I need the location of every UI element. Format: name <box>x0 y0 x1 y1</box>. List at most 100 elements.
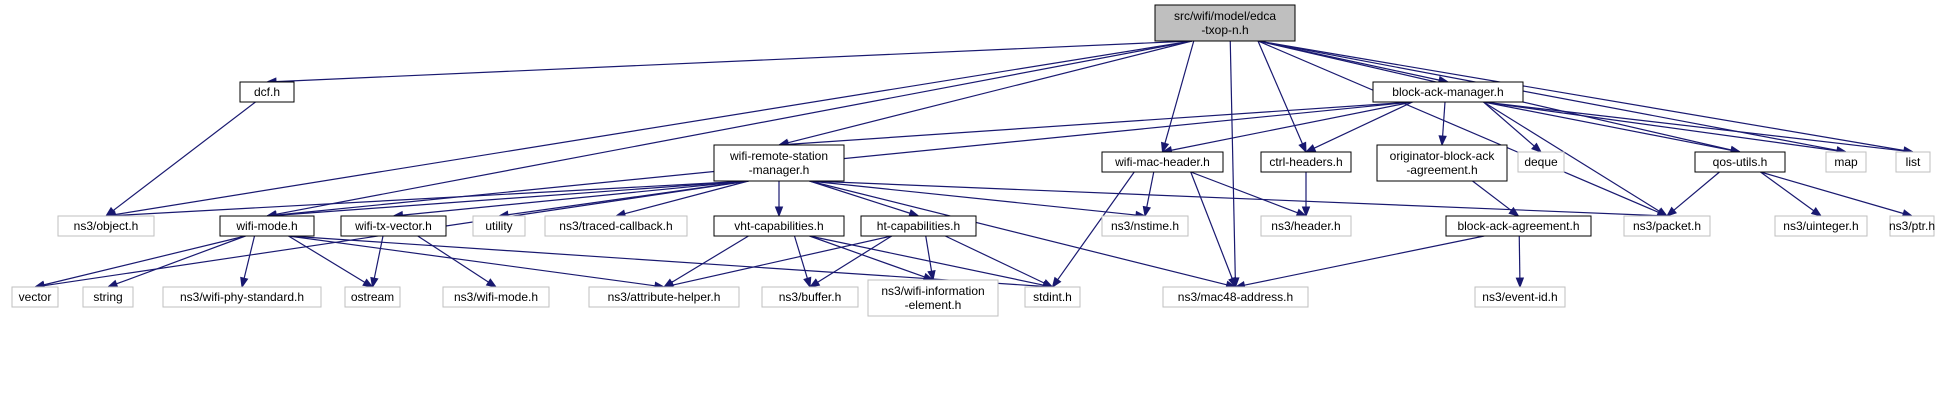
node-utility-box <box>472 215 526 237</box>
node-bam[interactable]: block-ack-manager.h <box>1372 81 1524 103</box>
node-object: ns3/object.h <box>57 215 155 237</box>
node-string-label: string <box>93 290 122 304</box>
node-object-label: ns3/object.h <box>74 219 139 233</box>
node-uinteger-label: ns3/uinteger.h <box>1783 219 1858 233</box>
node-buffer-label: ns3/buffer.h <box>779 290 842 304</box>
node-wtx-box <box>340 215 447 237</box>
edge-dcf-to-object <box>112 101 256 212</box>
node-ostream-label: ostream <box>351 290 394 304</box>
arrowhead-wmode-to-phystd <box>240 276 249 289</box>
edge-bam-to-wrsm <box>787 101 1413 145</box>
node-packet: ns3/packet.h <box>1623 215 1711 237</box>
node-map-label: map <box>1834 155 1858 169</box>
node-qos-box <box>1694 151 1786 173</box>
node-wmode-box <box>219 215 315 237</box>
arrowhead-wtx-to-ostream <box>370 276 379 289</box>
node-eventid: ns3/event-id.h <box>1474 286 1566 308</box>
node-wmh-label: wifi-mac-header.h <box>1114 155 1210 169</box>
node-oba-label: originator-block-ack <box>1390 149 1496 163</box>
node-ht[interactable]: ht-capabilities.h <box>860 215 977 237</box>
node-ctrl-box <box>1260 151 1352 173</box>
arrowhead-ctrl-to-header <box>1301 206 1311 218</box>
node-header: ns3/header.h <box>1260 215 1352 237</box>
node-map: map <box>1825 151 1867 173</box>
node-nstime-label: ns3/nstime.h <box>1111 219 1179 233</box>
edge-wrsm-to-ht <box>809 180 911 214</box>
node-nswmode-label: ns3/wifi-mode.h <box>454 290 538 304</box>
edge-edca-to-mac48 <box>1229 40 1236 279</box>
edge-wrsm-to-object <box>114 180 749 217</box>
arrowhead-wmh-to-stdint <box>1051 276 1062 289</box>
node-edca-label: src/wifi/model/edca <box>1174 9 1276 23</box>
node-baa[interactable]: block-ack-agreement.h <box>1445 215 1592 237</box>
node-wrsm-box <box>713 144 845 182</box>
node-utility-label: utility <box>485 219 512 233</box>
node-traced-box <box>544 215 688 237</box>
node-uinteger-box <box>1774 215 1868 237</box>
graph-nodes: src/wifi/model/edca-txop-n.h dcf.h block-a… <box>11 4 1935 317</box>
edge-bam-to-list <box>1483 101 1905 152</box>
edge-wmode-to-ostream <box>288 235 366 283</box>
node-edca[interactable]: src/wifi/model/edca-txop-n.h <box>1154 4 1296 42</box>
node-edca-label: -txop-n.h <box>1201 23 1248 37</box>
arrowhead-edca-to-ctrl <box>1298 141 1307 154</box>
node-phystd-label: ns3/wifi-phy-standard.h <box>180 290 304 304</box>
node-qos-label: qos-utils.h <box>1713 155 1768 169</box>
node-list-label: list <box>1906 155 1921 169</box>
node-oba[interactable]: originator-block-ack-agreement.h <box>1376 144 1508 182</box>
arrowhead-bam-to-deque <box>1531 142 1543 153</box>
edge-wmh-to-header <box>1190 171 1298 214</box>
node-traced: ns3/traced-callback.h <box>544 215 688 237</box>
arrowhead-wmh-to-mac48 <box>1228 276 1237 289</box>
node-ht-label: ht-capabilities.h <box>877 219 960 233</box>
edge-bam-to-map <box>1483 101 1838 152</box>
arrowhead-wmode-to-string <box>106 279 119 288</box>
node-vht[interactable]: vht-capabilities.h <box>713 215 845 237</box>
node-bam-label: block-ack-manager.h <box>1392 85 1503 99</box>
node-ctrl[interactable]: ctrl-headers.h <box>1260 151 1352 173</box>
node-mac48-box <box>1162 286 1309 308</box>
edge-bam-to-oba <box>1442 101 1446 137</box>
node-stdint-label: stdint.h <box>1033 290 1072 304</box>
node-wrsm[interactable]: wifi-remote-station-manager.h <box>713 144 845 182</box>
node-bam-box <box>1372 81 1524 103</box>
node-deque-box <box>1517 151 1565 173</box>
node-wtx[interactable]: wifi-tx-vector.h <box>340 215 447 237</box>
edge-vht-to-buffer <box>793 235 808 279</box>
edge-edca-to-wmode <box>275 40 1193 215</box>
node-mac48: ns3/mac48-address.h <box>1162 286 1309 308</box>
arrowhead-bam-to-ctrl <box>1304 144 1317 153</box>
node-dcf[interactable]: dcf.h <box>239 81 295 103</box>
edge-wmh-to-nstime <box>1146 171 1155 208</box>
node-oba-label: -agreement.h <box>1406 163 1477 177</box>
node-header-box <box>1260 215 1352 237</box>
node-wrsm-label: wifi-remote-station <box>729 149 828 163</box>
edge-ht-to-wie <box>925 235 933 272</box>
arrowhead-edca-to-wmh <box>1161 141 1170 154</box>
node-wmh-box <box>1101 151 1224 173</box>
edge-wrsm-to-mac48 <box>809 180 1227 286</box>
edge-edca-to-object <box>114 40 1193 216</box>
node-wmode[interactable]: wifi-mode.h <box>219 215 315 237</box>
node-header-label: ns3/header.h <box>1271 219 1340 233</box>
edge-wmode-to-vector <box>43 235 246 286</box>
edge-wrsm-to-utility <box>507 180 749 216</box>
node-qos[interactable]: qos-utils.h <box>1694 151 1786 173</box>
node-eventid-box <box>1474 286 1566 308</box>
node-deque: deque <box>1517 151 1565 173</box>
node-wmode-label: wifi-mode.h <box>235 219 297 233</box>
edge-edca-to-wrsm <box>787 40 1193 144</box>
node-eventid-label: ns3/event-id.h <box>1482 290 1557 304</box>
edge-wtx-to-nswmode <box>417 235 489 283</box>
edge-wrsm-to-nstime <box>809 180 1137 216</box>
node-edca-box <box>1154 4 1296 42</box>
node-wie-label: -element.h <box>905 298 962 312</box>
edge-wmode-to-stdint <box>288 235 1044 287</box>
edge-wrsm-to-wmode <box>275 180 749 216</box>
node-wmh[interactable]: wifi-mac-header.h <box>1101 151 1224 173</box>
edge-vht-to-stdint <box>809 235 1044 286</box>
edge-ht-to-attr <box>672 235 892 286</box>
edge-edca-to-wmh <box>1164 40 1195 144</box>
edge-qos-to-ptr <box>1760 171 1904 215</box>
node-nstime: ns3/nstime.h <box>1101 215 1189 237</box>
